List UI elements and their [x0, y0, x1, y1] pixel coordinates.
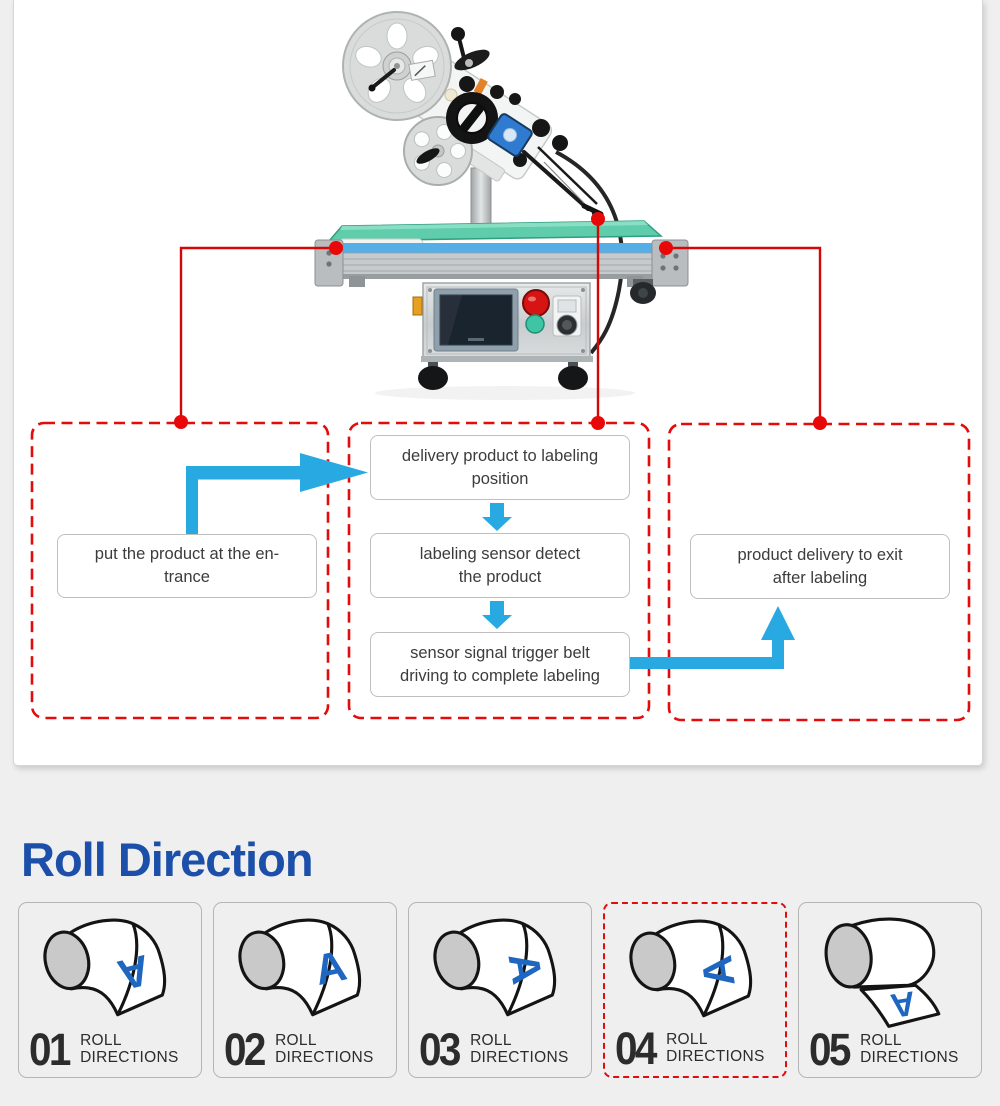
flow-step-delivery: delivery product to labeling position [370, 435, 630, 500]
card-label-line: DIRECTIONS [470, 1049, 569, 1067]
card-caption: 04 ROLL DIRECTIONS [615, 1022, 765, 1074]
arrow-trigger-to-exit [630, 606, 795, 669]
machine-flow-graphics [30, 11, 971, 722]
card-number: 03 [419, 1023, 461, 1075]
roll-icon-upside-down: A [43, 918, 167, 1017]
labeling-machine-illustration [314, 11, 689, 400]
card-number: 02 [224, 1023, 266, 1075]
flow-region-exit [667, 422, 971, 722]
label-reel [342, 11, 452, 121]
card-caption: 05 ROLL DIRECTIONS [809, 1023, 959, 1075]
card-number: 04 [615, 1022, 657, 1074]
roll-icon-apex-left: A [629, 919, 753, 1018]
control-cabinet [412, 282, 593, 390]
card-caption: 01 ROLL DIRECTIONS [29, 1023, 179, 1075]
card-number: 01 [29, 1023, 71, 1075]
card-caption: 02 ROLL DIRECTIONS [224, 1023, 374, 1075]
roll-direction-title: Roll Direction [21, 833, 314, 886]
roll-icon-apex-right: A [433, 918, 557, 1017]
roll-direction-card-02: A 02 ROLL DIRECTIONS [213, 902, 397, 1078]
arrow-down-delivery-to-detect [482, 503, 512, 531]
flow-step-text: after labeling [772, 568, 868, 587]
card-label-line: DIRECTIONS [666, 1048, 765, 1066]
roll-direction-card-01: A 01 ROLL DIRECTIONS [18, 902, 202, 1078]
flow-step-text: labeling sensor detect [419, 544, 581, 563]
card-label-line: DIRECTIONS [860, 1049, 959, 1067]
roll-direction-cards: A 01 ROLL DIRECTIONS A [18, 902, 982, 1078]
roll-direction-card-04-selected: A 04 ROLL DIRECTIONS [603, 902, 787, 1078]
card-number: 05 [809, 1023, 851, 1075]
power-button [525, 314, 545, 334]
card-label-line: ROLL [275, 1031, 317, 1049]
card-label-line: DIRECTIONS [275, 1049, 374, 1067]
card-label-line: ROLL [470, 1031, 512, 1049]
flow-step-exit: product delivery to exit after labeling [690, 534, 950, 599]
conveyor [314, 220, 689, 304]
card-label-line: ROLL [80, 1031, 122, 1049]
roll-label-letter: A [693, 952, 745, 989]
touchscreen [439, 294, 513, 346]
red-connector-lines [179, 221, 822, 421]
roll-icon-upright: A [238, 918, 362, 1017]
roll-icon-under-feed: A [824, 917, 941, 1028]
brand-badge [487, 113, 533, 157]
red-connector-dots [174, 212, 827, 430]
flow-step-text: driving to complete labeling [400, 666, 600, 685]
flow-step-detect: labeling sensor detect the product [370, 533, 630, 598]
card-label-line: ROLL [860, 1031, 902, 1049]
flow-step-text: put the product at the en- [94, 545, 280, 563]
arrow-entrance-to-delivery [186, 453, 368, 534]
roll-direction-section: Roll Direction A 01 ROLL DIRECTIONS [0, 766, 1000, 1106]
roll-direction-card-03: A 03 ROLL DIRECTIONS [408, 902, 592, 1078]
card-label-line: DIRECTIONS [80, 1049, 179, 1067]
flow-step-entrance: put the product at the en- trance [57, 534, 317, 598]
flow-region-labeling [347, 421, 651, 720]
flow-step-text: trance [164, 568, 210, 586]
flow-step-text: position [471, 469, 529, 488]
flow-step-trigger: sensor signal trigger belt driving to co… [370, 632, 630, 697]
arrow-down-detect-to-trigger [482, 601, 512, 629]
roll-direction-card-05: A 05 ROLL DIRECTIONS [798, 902, 982, 1078]
flow-region-entrance [30, 421, 330, 720]
flow-step-text: delivery product to labeling [401, 446, 599, 465]
emergency-stop-button [522, 289, 550, 317]
flow-step-text: the product [458, 567, 542, 586]
flow-step-text: product delivery to exit [737, 545, 903, 564]
card-label-line: ROLL [666, 1030, 708, 1048]
roll-label-letter: A [888, 983, 918, 1024]
flow-step-text: sensor signal trigger belt [410, 643, 590, 662]
card-caption: 03 ROLL DIRECTIONS [419, 1023, 569, 1075]
